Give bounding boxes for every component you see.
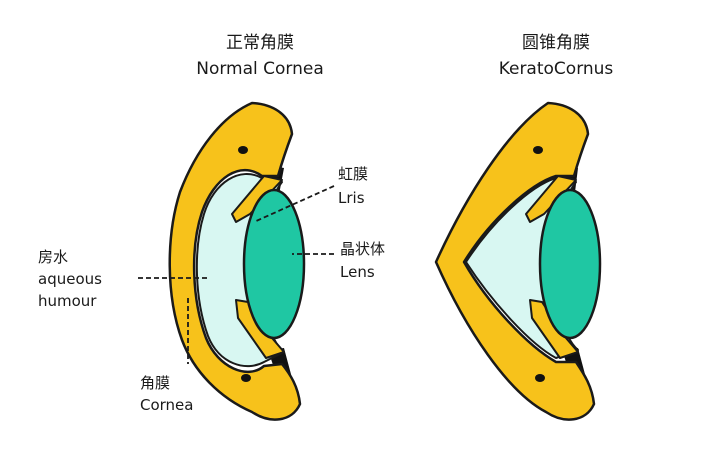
kc-lower-dot [535, 374, 545, 382]
aqueous-label-en-1: aqueous [38, 270, 102, 288]
kc-upper-dot [533, 146, 543, 154]
aqueous-label-cn: 房水 [38, 248, 68, 266]
keratoconus-title-cn: 圆锥角膜 [522, 33, 590, 53]
normal-iris-upper [231, 175, 283, 223]
keratoconus-cornea-tissue [434, 101, 596, 421]
normal-cornea-tissue [168, 101, 302, 421]
kc-iris-upper [525, 175, 577, 223]
keratoconus-title-en: KeratoCornus [499, 59, 614, 79]
iris-leader-line [253, 185, 335, 223]
normal-upper-dot [238, 146, 248, 154]
keratoconus-eye-figure [434, 101, 602, 421]
normal-cornea-title-en: Normal Cornea [196, 59, 324, 79]
lens-label-en: Lens [340, 263, 375, 281]
cornea-label-cn: 角膜 [140, 374, 170, 392]
normal-cornea-title-cn: 正常角膜 [226, 33, 294, 53]
normal-lower-dot [241, 374, 251, 382]
lens-label-cn: 晶状体 [340, 240, 385, 258]
cornea-label-en: Cornea [140, 396, 193, 414]
aqueous-label-en-2: humour [38, 292, 97, 310]
normal-eye-figure [168, 101, 306, 421]
iris-label-cn: 虹膜 [338, 165, 368, 183]
keratoconus-lens [538, 188, 602, 340]
iris-label-en: Lris [338, 189, 365, 207]
normal-lens [242, 188, 306, 340]
